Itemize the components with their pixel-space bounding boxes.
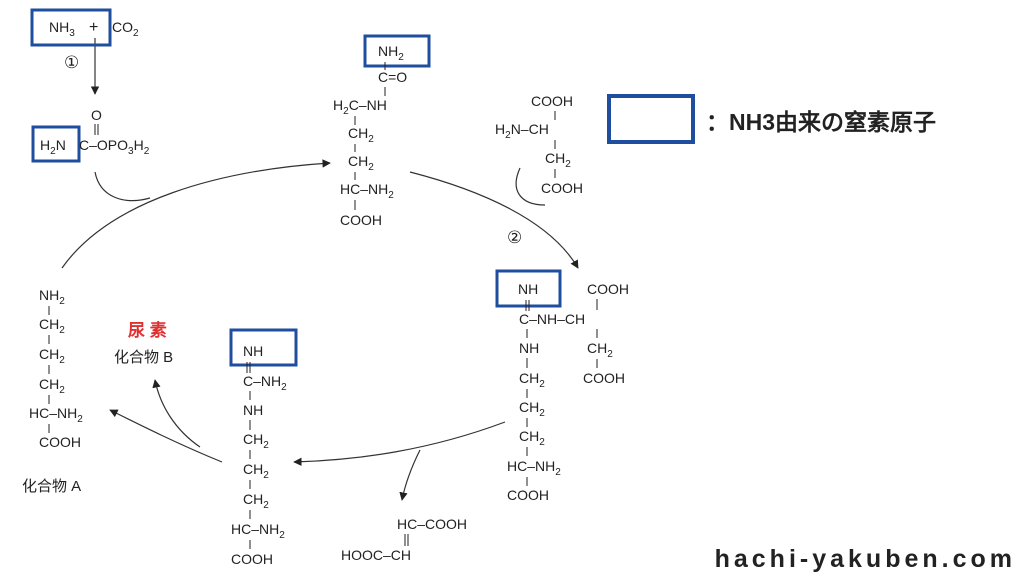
arrow-ornithine-to-citrulline [61, 159, 331, 269]
svg-text:CH2: CH2 [519, 399, 545, 419]
svg-text:HC–COOH: HC–COOH [397, 516, 467, 532]
fumarate: HC–COOH HOOC–CH [341, 516, 467, 563]
svg-text:CH2: CH2 [587, 340, 613, 360]
arrow-carbamoyl-joins [94, 171, 151, 202]
svg-text:CH2: CH2 [348, 125, 374, 145]
arrow-aspartate-joins [515, 167, 546, 206]
svg-text:NH3: NH3 [49, 19, 75, 39]
svg-text:H2N: H2N [40, 137, 66, 157]
arrow-citrulline-to-argininosuccinate [409, 171, 579, 269]
arrow-urea-release [152, 379, 201, 448]
svg-text:COOH: COOH [531, 93, 573, 109]
citrulline: NH2 C=O H2C–NH CH2 CH2 HC–NH2 COOH [333, 34, 431, 228]
svg-text:HC–NH2: HC–NH2 [29, 405, 83, 425]
carbamoyl-o: O [91, 107, 102, 123]
urea-red-label: 尿 素 [128, 321, 167, 340]
svg-text:COOH: COOH [507, 487, 549, 503]
step2-marker: ② [507, 228, 522, 247]
legend-text: ：NH3由来の窒素原子 [706, 109, 936, 135]
svg-text:C=O: C=O [378, 69, 407, 85]
aspartate: COOH H2N–CH CH2 COOH ② [495, 93, 583, 247]
carbamoyl-rest: C–OPO [79, 137, 128, 153]
svg-text:NH2: NH2 [39, 287, 65, 307]
arrow-fumarate-release [399, 449, 421, 501]
svg-text:C–NH–CH: C–NH–CH [519, 311, 585, 327]
carbamoyl-phosphate: O H2N C–OPO3H2 [31, 107, 150, 163]
svg-text:CH2: CH2 [519, 428, 545, 448]
svg-text:CH2: CH2 [39, 376, 65, 396]
arrow-arginine-to-ornithine [109, 409, 223, 463]
svg-text:CH2: CH2 [39, 316, 65, 336]
svg-text:HC–NH2: HC–NH2 [231, 521, 285, 541]
arrow-argininosuccinate-to-arginine [293, 421, 506, 466]
svg-text:CH2: CH2 [519, 370, 545, 390]
svg-text:CH2: CH2 [243, 431, 269, 451]
svg-text:COOH: COOH [340, 212, 382, 228]
svg-text:CH2: CH2 [348, 153, 374, 173]
urea: 尿 素 化合物 B [114, 321, 173, 366]
svg-text:HC–NH2: HC–NH2 [507, 458, 561, 478]
nh3-label: NH [49, 19, 69, 35]
svg-text:CH2: CH2 [243, 461, 269, 481]
svg-text:COOH: COOH [231, 551, 273, 567]
arginine-highlight-box [229, 328, 298, 367]
svg-text:CO2: CO2 [112, 19, 139, 39]
co2-label: CO [112, 19, 133, 35]
svg-text:CH2: CH2 [39, 346, 65, 366]
svg-text:NH: NH [518, 281, 538, 297]
svg-text:HC–NH2: HC–NH2 [340, 181, 394, 201]
citrulline-highlight-box [363, 34, 431, 68]
svg-text:COOH: COOH [583, 370, 625, 386]
legend: ：NH3由来の窒素原子 [607, 94, 936, 144]
svg-text:H2N–CH: H2N–CH [495, 121, 549, 141]
svg-text:HOOC–CH: HOOC–CH [341, 547, 411, 563]
ornithine: NH2 CH2 CH2 CH2 HC–NH2 COOH 化合物 A [22, 287, 83, 495]
svg-text:NH: NH [243, 343, 263, 359]
svg-text:COOH: COOH [587, 281, 629, 297]
cycle-arrows [61, 38, 579, 501]
svg-text:COOH: COOH [541, 180, 583, 196]
arginine: NH C–NH2 NH CH2 CH2 CH2 HC–NH2 COOH [229, 328, 298, 567]
urea-compound-label: 化合物 B [114, 349, 173, 366]
svg-text:CH2: CH2 [243, 491, 269, 511]
legend-box [607, 94, 695, 144]
svg-text:NH2: NH2 [378, 43, 404, 63]
svg-text:NH: NH [243, 402, 263, 418]
plus-sign: + [89, 19, 98, 36]
svg-text:CH2: CH2 [545, 150, 571, 170]
svg-text:NH: NH [519, 340, 539, 356]
svg-text:COOH: COOH [39, 434, 81, 450]
ornithine-compound-label: 化合物 A [22, 478, 81, 495]
carbamoyl-highlight-box [31, 125, 81, 163]
argininosuccinate: NH COOH C–NH–CH NH CH2 CH2 COOH CH2 CH2 … [495, 269, 629, 503]
step1-marker: ① [64, 53, 79, 72]
svg-text:H2C–NH: H2C–NH [333, 97, 387, 117]
reactants: NH3 + CO2 ① [30, 8, 139, 72]
site-watermark: hachi-yakuben.com [715, 545, 1016, 573]
svg-text:C–NH2: C–NH2 [243, 373, 287, 393]
nh3-highlight-box [30, 8, 112, 47]
svg-text:C–OPO3H2: C–OPO3H2 [79, 137, 150, 157]
